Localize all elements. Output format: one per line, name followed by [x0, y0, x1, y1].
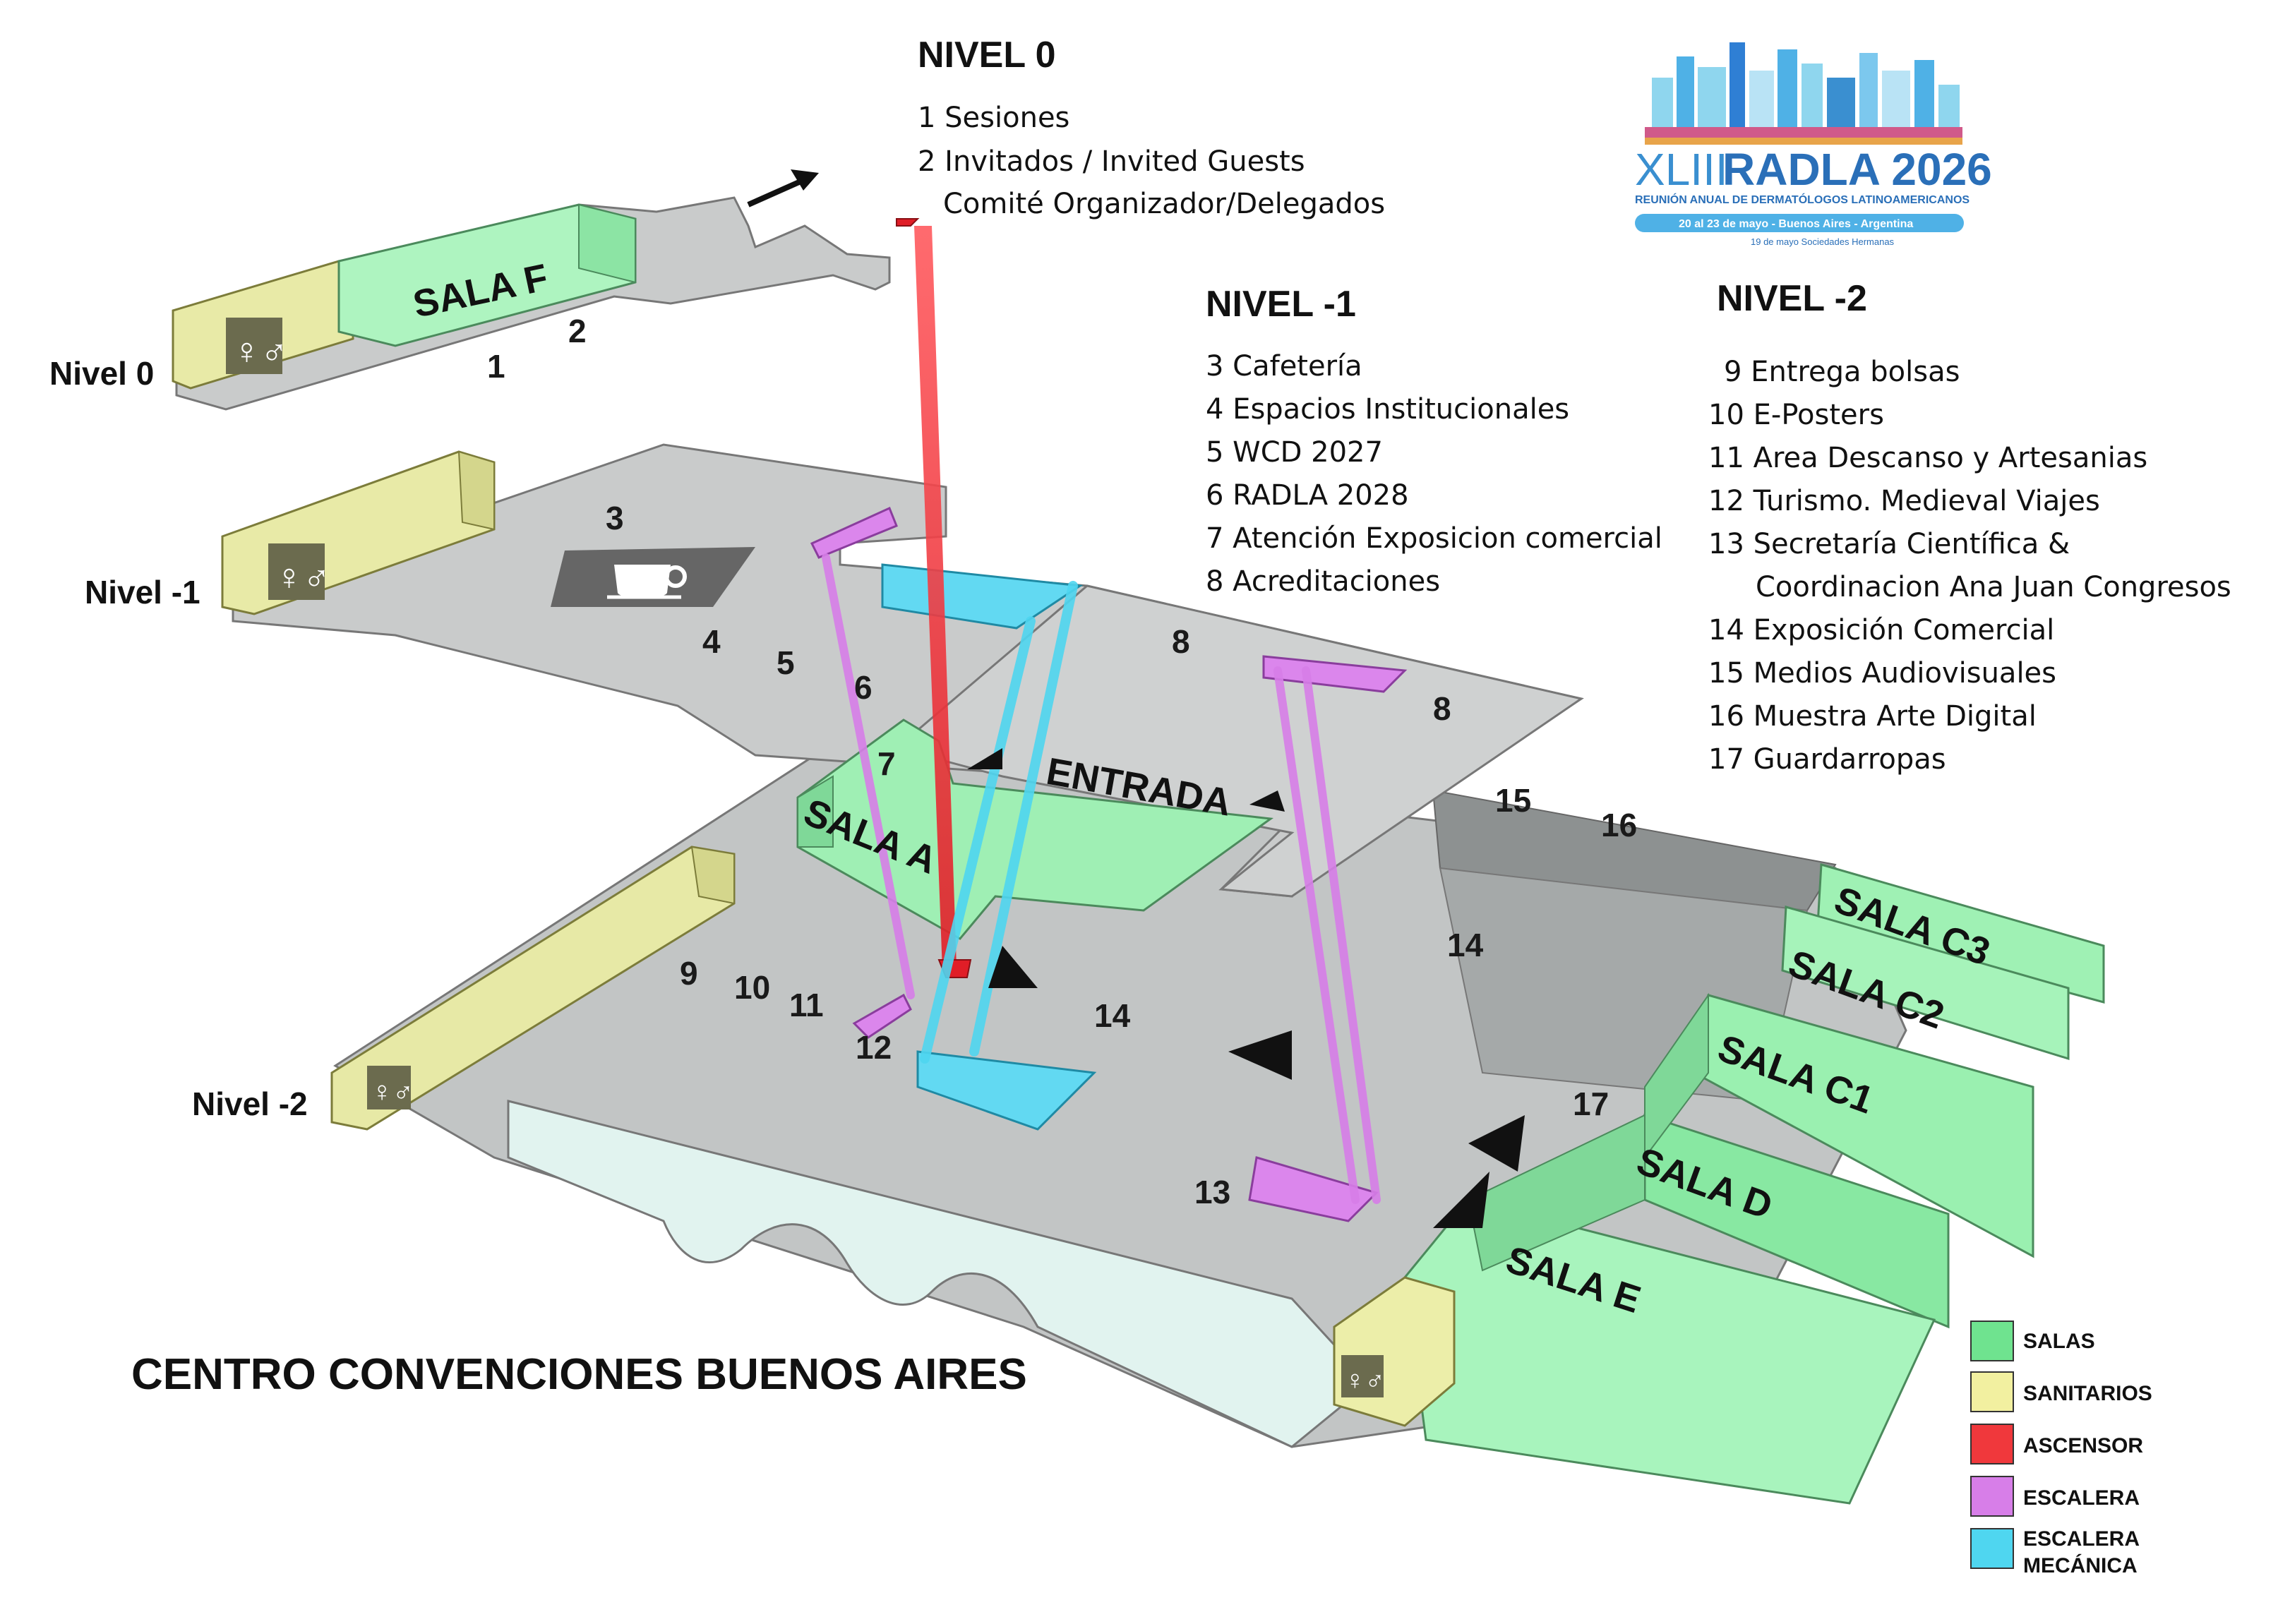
logo-dates: 20 al 23 de mayo - Buenos Aires - Argent…: [1679, 218, 1913, 230]
skyline-icon: [1645, 42, 1962, 145]
level-minus-2-plan: [330, 747, 2105, 1505]
svg-text:♀♂: ♀♂: [1345, 1366, 1385, 1395]
area-number: 7: [877, 745, 896, 782]
legend-ascensor: ASCENSOR: [2023, 1434, 2143, 1457]
direction-arrow-icon: [747, 169, 1525, 1228]
list-item: 17 Guardarropas: [1708, 743, 1946, 776]
list-item: 5 WCD 2027: [1206, 436, 1383, 469]
level-0-plan: [172, 196, 920, 411]
level-minus-2-label: Nivel -2: [192, 1085, 308, 1122]
area-number: 14: [1094, 997, 1131, 1034]
list-item: 1 Sesiones: [918, 102, 1069, 134]
area-number: 2: [568, 313, 587, 349]
area-number: 12: [856, 1029, 892, 1066]
svg-text:♀♂: ♀♂: [275, 557, 330, 598]
area-number: 11: [789, 987, 824, 1023]
level-0-label: Nivel 0: [49, 355, 154, 392]
list-item: 9 Entrega bolsas: [1724, 356, 1960, 388]
list-title: NIVEL 0: [918, 35, 1056, 76]
list-item: 2 Invitados / Invited Guests: [918, 145, 1305, 178]
logo-note: 19 de mayo Sociedades Hermanas: [1751, 236, 1895, 247]
legend-salas: SALAS: [2023, 1330, 2095, 1353]
list-nivel-2: NIVEL -2 9 Entrega bolsas 10 E-Posters 1…: [1708, 278, 2231, 776]
list-item: 6 RADLA 2028: [1206, 479, 1409, 512]
sala-a-block: [796, 718, 1274, 940]
list-item: Comité Organizador/Delegados: [943, 188, 1385, 220]
coffee-cup-icon: [551, 547, 755, 607]
stairs: [822, 553, 1381, 1204]
area-number: 5: [777, 644, 795, 681]
list-item: 8 Acreditaciones: [1206, 565, 1440, 598]
area-number: 4: [702, 623, 721, 660]
venue-title: CENTRO CONVENCIONES BUENOS AIRES: [131, 1350, 1027, 1399]
list-nivel-1: NIVEL -1 3 Cafetería 4 Espacios Instituc…: [1206, 284, 1662, 598]
list-title: NIVEL -2: [1717, 278, 1867, 319]
list-nivel-0: NIVEL 0 1 Sesiones 2 Invitados / Invited…: [918, 35, 1385, 220]
list-item: 4 Espacios Institucionales: [1206, 393, 1569, 426]
list-item: 16 Muestra Arte Digital: [1708, 700, 2037, 733]
radla-logo: XLIII RADLA 2026 REUNIÓN ANUAL DE DERMAT…: [1635, 42, 1992, 247]
list-item: 12 Turismo. Medieval Viajes: [1708, 485, 2100, 517]
logo-subtitle: REUNIÓN ANUAL DE DERMATÓLOGOS LATINOAMER…: [1635, 193, 1970, 206]
area-number: 14: [1447, 927, 1484, 963]
color-legend: SALAS SANITARIOS ASCENSOR ESCALERA ESCAL…: [1970, 1321, 2152, 1577]
list-title: NIVEL -1: [1206, 284, 1356, 325]
area-number: 8: [1433, 690, 1451, 727]
area-number: 8: [1172, 623, 1190, 660]
list-item: 7 Atención Exposicion comercial: [1206, 522, 1662, 555]
area-number: 6: [854, 669, 873, 706]
area-numbers: 1 2 3 4 5 6 7 8 8 9 10 11 12 13 14 14 15…: [487, 313, 1637, 1210]
list-item: 11 Area Descanso y Artesanias: [1708, 442, 2147, 474]
legend-sanitarios: SANITARIOS: [2023, 1382, 2152, 1405]
svg-text:♀♂: ♀♂: [371, 1076, 414, 1107]
level-minus-1-label: Nivel -1: [85, 574, 200, 610]
logo-name: RADLA 2026: [1722, 144, 1992, 195]
area-number: 16: [1601, 807, 1637, 843]
area-number: 13: [1194, 1174, 1230, 1210]
list-item: 15 Medios Audiovisuales: [1708, 657, 2056, 690]
area-number: 17: [1573, 1085, 1609, 1122]
area-number: 3: [606, 500, 624, 536]
legend-escalera-mecanica: MECÁNICA: [2023, 1553, 2138, 1577]
list-item: 14 Exposición Comercial: [1708, 614, 2054, 646]
area-number: 1: [487, 348, 505, 385]
escalator: [920, 581, 1078, 1064]
legend-escalera: ESCALERA: [2023, 1486, 2140, 1510]
area-number: 15: [1495, 782, 1531, 819]
restroom-icon: ♀♂ ♀♂ ♀♂ ♀♂: [226, 318, 1385, 1397]
list-item: Coordinacion Ana Juan Congresos: [1756, 571, 2231, 603]
area-number: 9: [680, 955, 698, 992]
list-item: 13 Secretaría Científica &: [1708, 528, 2070, 560]
area-number: 10: [734, 969, 770, 1006]
list-item: 3 Cafetería: [1206, 350, 1362, 383]
legend-escalera-mecanica: ESCALERA: [2023, 1527, 2140, 1551]
list-item: 10 E-Posters: [1708, 399, 1884, 431]
svg-text:♀♂: ♀♂: [233, 331, 288, 372]
logo-edition: XLIII: [1635, 144, 1728, 195]
level-labels: Nivel 0 Nivel -1 Nivel -2: [49, 355, 308, 1122]
